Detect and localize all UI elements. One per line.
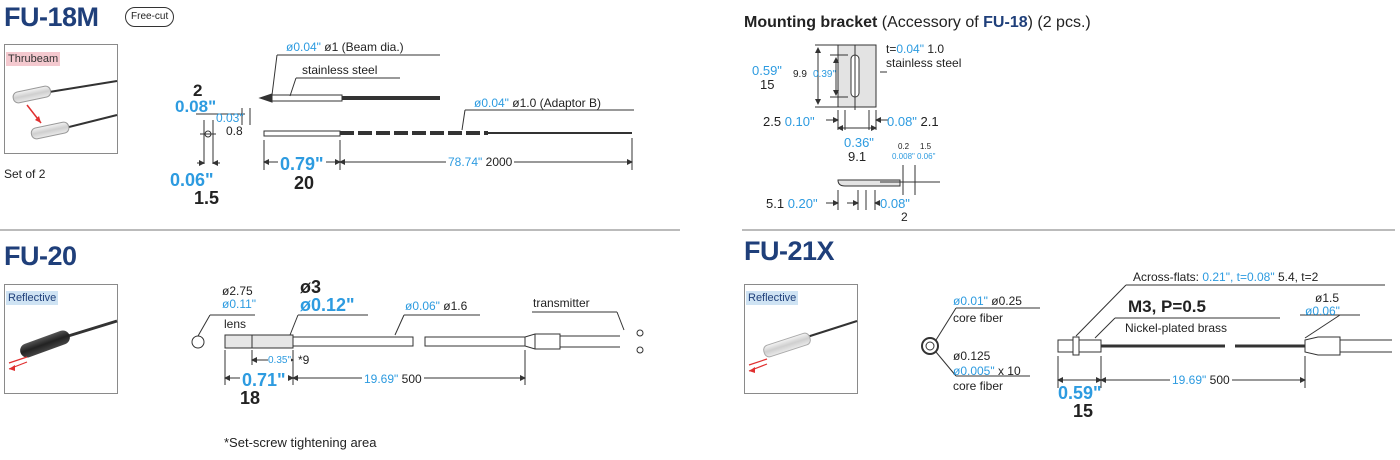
fu21x-core1-dia: ø0.01" ø0.25 [953, 294, 1022, 308]
bracket-width-in: 0.36" [844, 135, 874, 150]
fu21x-core2-mm: ø0.125 [953, 349, 991, 363]
bracket-hook-b-mm: 1.5 [920, 142, 932, 151]
fu20-title: FU-20 [4, 241, 77, 271]
fu18m-photo [4, 44, 118, 154]
fu20-footnote: *Set-screw tightening area [224, 435, 377, 450]
bracket-slot-in: 0.39" [813, 69, 837, 80]
fu20-screw-mm: *9 [298, 353, 310, 367]
fu20-screw-in: 0.35" [268, 355, 292, 366]
fu20-drawing [191, 311, 644, 385]
fu18m-material: stainless steel [302, 63, 378, 77]
fu21x-nut-material: Nickel-plated brass [1125, 321, 1228, 335]
fu21x-length-in: 0.59" [1058, 383, 1102, 403]
fu18m-dim-d-mm: 20 [294, 173, 315, 193]
fu18m-dim-b-in: 0.03" [216, 111, 244, 125]
fu21x-length-mm: 15 [1073, 401, 1094, 421]
fu20-lens-mm: ø2.75 [222, 284, 253, 298]
bracket-bottom-mm: 2 [901, 210, 908, 224]
bracket-thickness: t=0.04" 1.0 [886, 42, 944, 56]
fu21x-core2-dia: ø0.005" x 10 [953, 364, 1021, 378]
fu18m-dim-c-mm: 1.5 [194, 188, 220, 208]
fu20-head-in: ø0.12" [300, 295, 355, 315]
fu20-lens-label: lens [224, 317, 247, 331]
fu18m-dim-a-in: 0.08" [175, 97, 217, 116]
bracket-height-in: 0.59" [752, 63, 782, 78]
bracket-bottom-in: 0.08" [880, 196, 910, 211]
fu21x-photo-sketch [748, 320, 858, 373]
bracket-title: Mounting bracket (Accessory of FU-18) (2… [744, 14, 1091, 31]
fu21x-tip-in: ø0.06" [1305, 304, 1340, 318]
fu20-reflective-tag: Reflective [6, 291, 59, 305]
fu21x-title: FU-21X [744, 236, 835, 266]
bracket-left-dim: 2.5 0.10" [763, 114, 815, 129]
fu20-cable-length: 19.69" 500 [362, 372, 424, 386]
bracket-height-mm: 15 [760, 77, 775, 92]
fu20-photo-sketch [8, 319, 118, 371]
bracket-width-mm: 9.1 [848, 149, 867, 164]
fu20-lens-in: ø0.11" [222, 297, 257, 311]
fu21x-thread: M3, P=0.5 [1128, 297, 1206, 316]
fu21x-across-flats: Across-flats: 0.21", t=0.08" 5.4, t=2 [1133, 270, 1319, 284]
bracket-right-dim: 0.08" 2.1 [887, 114, 939, 129]
fu18m-photo-sketch [12, 80, 118, 140]
fu21x-reflective-tag: Reflective [746, 291, 799, 305]
fu21x-core2-label: core fiber [953, 379, 1004, 393]
fu18m-adaptor: ø0.04" ø1.0 (Adaptor B) [474, 96, 602, 110]
bracket-slot-mm: 9.9 [793, 69, 807, 80]
fu21x-core1-label: core fiber [953, 311, 1004, 325]
fu18m-dim-a-mm: 2 [193, 81, 203, 100]
fu18m-drawing [196, 54, 634, 170]
fu18m-free-cut-badge: Free-cut [125, 7, 175, 27]
fu18m-dim-d-in: 0.79" [278, 154, 326, 174]
bracket-side-dim: 5.1 0.20" [766, 196, 818, 211]
fu18m-dim-b-mm: 0.8 [226, 124, 243, 138]
bracket-material: stainless steel [886, 56, 962, 70]
fu21x-tip-mm: ø1.5 [1315, 291, 1340, 305]
fu20-transmitter-label: transmitter [533, 296, 590, 310]
fu18m-length: 78.74" 2000 [446, 155, 515, 169]
bracket-hook-a-mm: 0.2 [898, 142, 910, 151]
fu21x-cable-length: 19.69" 500 [1170, 373, 1232, 387]
fu18m-beam-dia: ø0.04" ø1 (Beam dia.) [286, 40, 404, 54]
fu18m-dim-c-in: 0.06" [170, 170, 214, 190]
fu18m-thrubeam-tag: Thrubeam [6, 52, 61, 66]
bracket-hook-b-in: 0.06" [917, 152, 936, 161]
fu18m-title: FU-18M [4, 2, 99, 32]
fu18m-set-note: Set of 2 [4, 167, 46, 181]
fu20-cable-dia: ø0.06" ø1.6 [405, 299, 468, 313]
fu20-head-mm: ø3 [300, 277, 322, 297]
fu20-length-mm: 18 [240, 388, 261, 408]
fu20-length-in: 0.71" [240, 370, 288, 390]
bracket-hook-a-in: 0.008" [892, 152, 915, 161]
fu21x-drawing [921, 284, 1392, 388]
bracket-drawing [815, 44, 940, 210]
